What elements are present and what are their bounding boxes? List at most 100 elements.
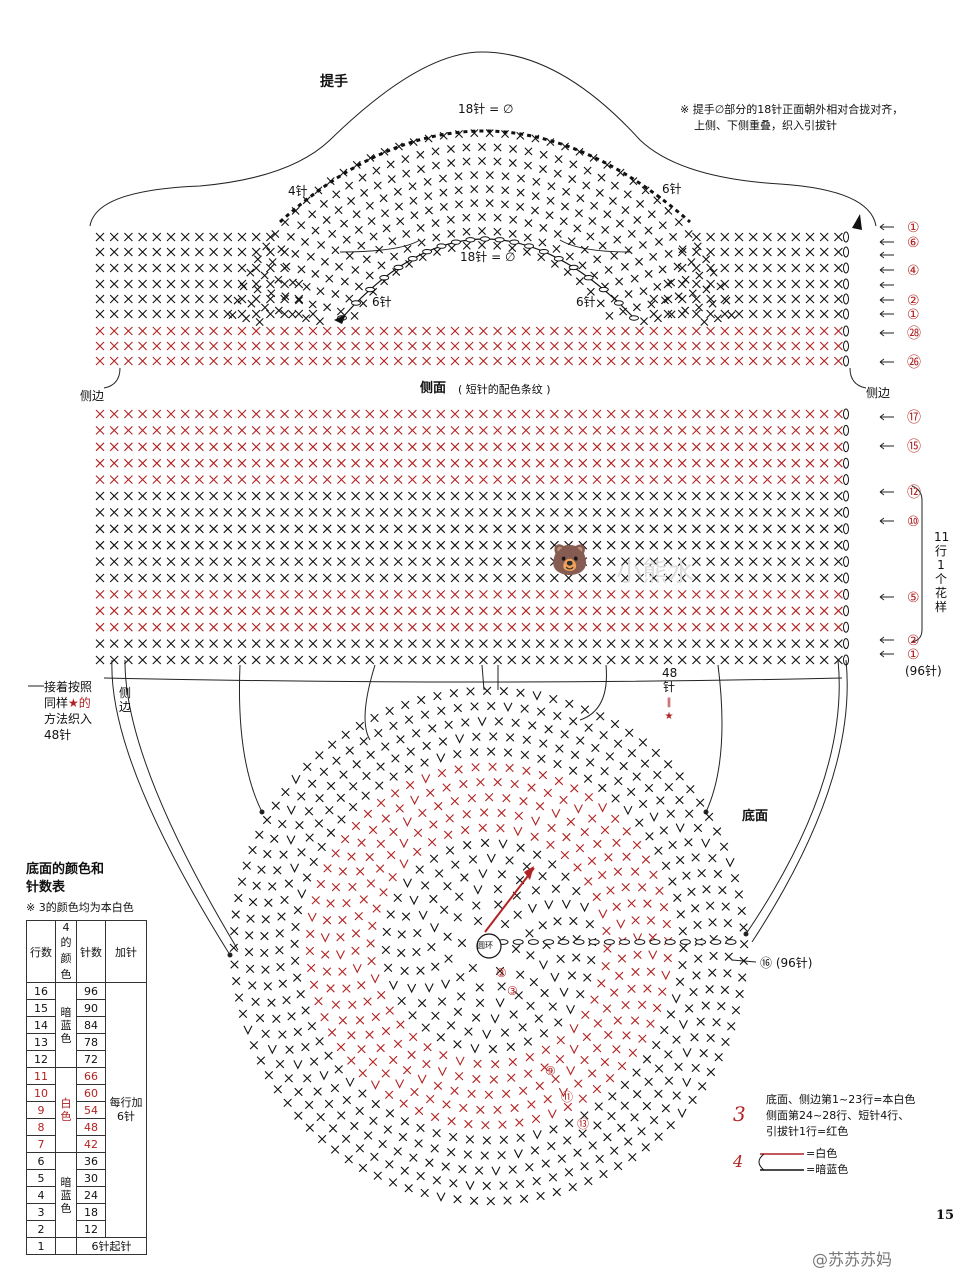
side-stitch-x: [337, 475, 346, 484]
side-stitch-x: [408, 590, 417, 599]
handle-stitch-x: [295, 296, 304, 305]
side-stitch-x: [649, 409, 659, 419]
bottom-stitch-x: [698, 1082, 707, 1091]
row-arrow-icon: [879, 593, 894, 601]
bottom-stitch-x: [520, 704, 529, 713]
side-stitch-x: [195, 294, 204, 304]
handle-stitch-x: [633, 215, 642, 224]
bottom-slip-stitch: [512, 939, 524, 945]
side-stitch-x: [734, 232, 744, 242]
bottom-stitch-x: [530, 1146, 540, 1155]
side-stitch-x: [237, 356, 247, 366]
side-edge-slip-stitch: [843, 231, 849, 243]
bottom-stitch-x: [481, 1120, 490, 1130]
side-stitch-x: [635, 458, 644, 468]
bottom-stitch-x: [541, 1159, 550, 1168]
bottom-stitch-x: [631, 967, 640, 977]
side-stitch-x: [95, 309, 105, 319]
side-stitch-x: [649, 458, 659, 468]
bottom-stitch-x: [478, 823, 487, 832]
handle-stitch-x: [593, 255, 602, 264]
row-arrow-icon: [879, 517, 894, 525]
side-stitch-x: [464, 356, 474, 366]
bottom-stitch-x: [404, 715, 414, 724]
side-stitch-x: [734, 326, 744, 336]
side-stitch-x: [124, 247, 133, 257]
side-edge-slip-stitch: [843, 621, 849, 633]
side-stitch-x: [521, 524, 531, 534]
handle-stitch-x: [381, 209, 390, 218]
side-stitch-x: [663, 557, 673, 566]
handle-chain-stitch: [538, 248, 549, 255]
outline-curve: [111, 659, 231, 956]
bottom-stitch-x: [379, 888, 388, 897]
side-stitch-x: [266, 294, 275, 304]
bottom-stitch-x: [555, 1055, 565, 1064]
side-stitch-x: [166, 232, 176, 242]
side-stitch-x: [663, 279, 673, 289]
side-stitch-x: [422, 573, 431, 583]
side-stitch-x: [337, 341, 346, 351]
bottom-stitch-x: [510, 1103, 519, 1113]
side-stitch-x: [791, 458, 801, 468]
handle-stitch-x: [302, 282, 311, 291]
bottom-stitch-x: [290, 939, 299, 949]
side-stitch-x: [791, 232, 801, 242]
bottom-stitch-x: [248, 981, 257, 990]
side-stitch-x: [493, 540, 502, 550]
bottom-stitch-x: [450, 796, 460, 806]
side-stitch-x: [251, 458, 261, 468]
handle-stitch-x: [417, 238, 426, 247]
handle-stitch-x: [345, 294, 354, 303]
side-stitch-x: [535, 458, 545, 468]
bottom-stitch-x: [538, 872, 547, 881]
side-stitch-x: [251, 442, 261, 452]
bottom-stitch-x: [472, 901, 481, 910]
side-stitch-x: [95, 294, 105, 304]
side-stitch-x: [734, 309, 744, 319]
side-stitch-x: [109, 622, 119, 632]
side-stitch-x: [266, 475, 275, 484]
table-cell-count: 12: [76, 1220, 106, 1238]
bottom-stitch-x: [316, 879, 326, 889]
handle-stitch-x: [359, 299, 368, 308]
side-stitch-x: [734, 508, 744, 517]
side-stitch-x: [493, 655, 502, 665]
handle-stitch-x: [352, 160, 361, 169]
side-stitch-x: [706, 294, 715, 304]
bottom-stitch-x: [359, 895, 368, 904]
bottom-stitch-x: [278, 1030, 287, 1039]
bottom-stitch-x: [358, 1089, 367, 1098]
side-stitch-x: [819, 655, 829, 665]
side-stitch-x: [450, 524, 460, 534]
side-stitch-x: [677, 590, 687, 599]
bottom-stitch-x: [494, 900, 503, 909]
side-stitch-x: [635, 639, 644, 648]
side-stitch-x: [251, 409, 261, 419]
side-stitch-x: [166, 458, 176, 468]
side-stitch-x: [223, 341, 233, 351]
side-edge-slip-stitch: [843, 539, 849, 551]
bottom-stitch-x: [697, 868, 706, 878]
side-stitch-x: [152, 508, 162, 517]
side-stitch-x: [621, 573, 630, 583]
side-stitch-x: [166, 524, 176, 534]
handle-stitch-x: [454, 172, 463, 181]
handle-stitch-x: [627, 229, 636, 238]
bottom-stitch-x: [385, 1006, 394, 1015]
side-stitch-x: [564, 540, 573, 550]
handle-chain-stitch: [583, 275, 594, 281]
bottom-stitch-x: [659, 903, 669, 912]
bottom-stitch-x: [338, 1016, 348, 1025]
side-stitch-x: [507, 458, 517, 468]
handle-stitch-x: [320, 257, 329, 266]
handle-stitch-x: [228, 311, 237, 320]
bottom-stitch-x: [363, 997, 372, 1006]
bottom-row-13: ⑬: [577, 1117, 590, 1131]
side-stitch-x: [748, 232, 758, 242]
side-stitch-x: [351, 458, 360, 468]
side-stitch-x: [606, 356, 616, 366]
bottom-increase-stitch: [335, 950, 345, 960]
side-stitch-x: [450, 491, 460, 501]
